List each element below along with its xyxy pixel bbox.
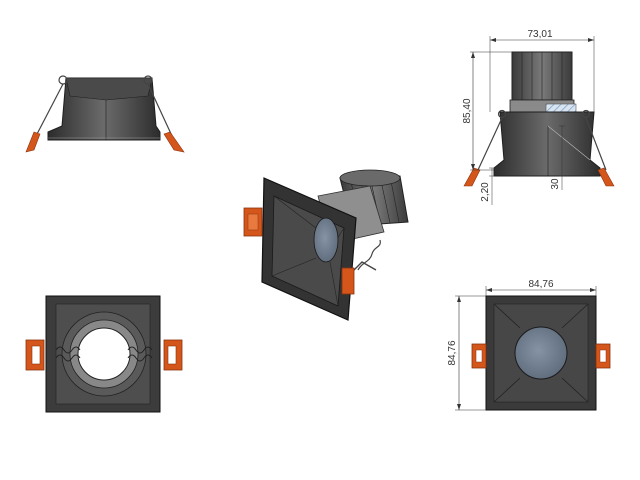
dim-flange-label: 2,20: [480, 182, 491, 202]
dim-top-width: 84,76: [485, 279, 597, 296]
dim-flange: 2,20: [480, 167, 495, 205]
dim-side-width: 73,01: [489, 29, 595, 112]
bottom-opening: [77, 327, 131, 381]
dim-trim-height-label: 30: [550, 178, 561, 190]
spring-clip-right: [143, 75, 185, 153]
trim-body: [493, 111, 601, 177]
section-clip-right: [581, 109, 615, 187]
bottom-clip-left: [25, 339, 45, 371]
dim-trim-height: 30: [550, 125, 565, 190]
dim-side-height-label: 85,40: [462, 98, 473, 123]
top-lens: [514, 326, 568, 380]
dim-side-width-label: 73,01: [527, 29, 552, 40]
dim-side-height: 85,40: [462, 51, 512, 171]
iso-clip-left: [243, 207, 263, 237]
isometric-view: [243, 169, 409, 321]
top-view: 84,76 84,76: [447, 279, 611, 411]
top-clip-left: [471, 343, 487, 369]
side-section-view: 73,01 85,40 2,20 30: [462, 29, 615, 205]
iso-lens: [313, 217, 339, 263]
spring-clip-left: [25, 75, 68, 153]
iso-clip-right: [341, 239, 381, 295]
dim-top-height-label: 84,76: [447, 340, 458, 365]
dim-top-height: 84,76: [447, 295, 486, 411]
bottom-view: [25, 295, 183, 413]
side-view: [25, 75, 185, 153]
top-clip-right: [595, 343, 611, 369]
heatsink: [511, 51, 573, 101]
bottom-clip-right: [163, 339, 183, 371]
dim-top-width-label: 84,76: [528, 279, 553, 290]
bottom-springs: [55, 346, 153, 362]
